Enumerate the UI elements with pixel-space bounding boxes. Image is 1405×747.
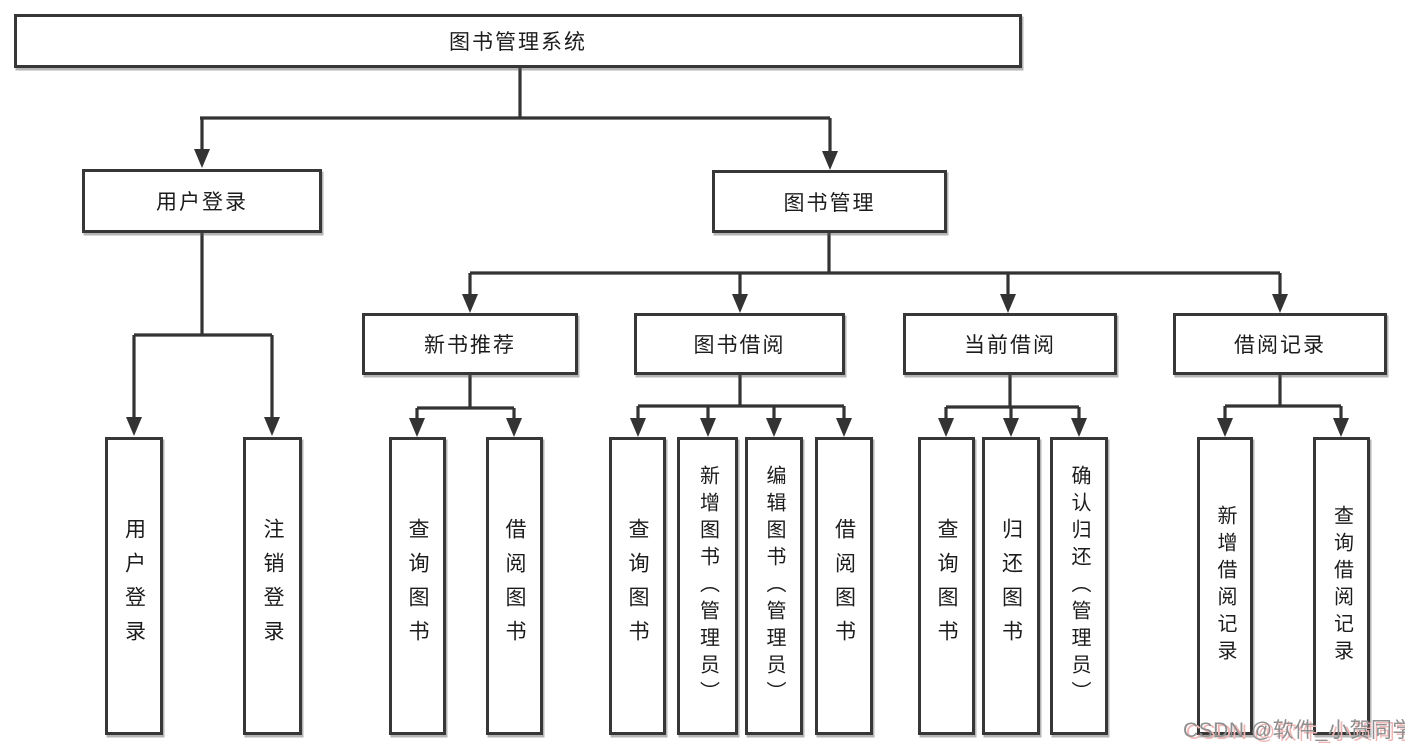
node-current-borrow: 当前借阅 — [903, 313, 1117, 375]
node-book-management-label: 图书管理 — [783, 191, 876, 215]
leaf-query-book-2: 查询图书 — [609, 437, 666, 735]
leaf-user-login-label: 用户登录 — [122, 518, 146, 654]
leaf-query-book-1: 查询图书 — [389, 437, 446, 735]
leaf-edit-book-admin-label: 编辑图书（管理员） — [763, 464, 785, 708]
leaf-add-borrow-record-label: 新增借阅记录 — [1214, 505, 1236, 667]
leaf-borrow-book-1: 借阅图书 — [486, 437, 543, 735]
node-root-label: 图书管理系统 — [449, 31, 587, 54]
leaf-logout-label: 注销登录 — [261, 518, 284, 654]
node-borrow-record-label: 借阅记录 — [1234, 334, 1326, 357]
node-user-login: 用户登录 — [82, 169, 322, 233]
node-root-system: 图书管理系统 — [14, 14, 1022, 68]
leaf-edit-book-admin: 编辑图书（管理员） — [745, 437, 803, 735]
leaf-borrow-book-2: 借阅图书 — [815, 437, 873, 735]
node-current-borrow-label: 当前借阅 — [964, 334, 1056, 357]
node-user-login-label: 用户登录 — [156, 191, 248, 214]
leaf-add-borrow-record: 新增借阅记录 — [1197, 437, 1253, 735]
leaf-borrow-book-1-label: 借阅图书 — [503, 518, 526, 654]
node-book-management: 图书管理 — [712, 170, 947, 233]
leaf-query-borrow-record: 查询借阅记录 — [1313, 437, 1370, 735]
leaf-add-book-admin: 新增图书（管理员） — [677, 437, 738, 735]
node-book-borrow-label: 图书借阅 — [693, 334, 786, 357]
node-book-borrow: 图书借阅 — [634, 313, 845, 375]
leaf-confirm-return-admin: 确认归还（管理员） — [1050, 437, 1108, 735]
leaf-query-book-3: 查询图书 — [918, 437, 975, 735]
leaf-return-book-label: 归还图书 — [999, 518, 1023, 654]
leaf-confirm-return-admin-label: 确认归还（管理员） — [1068, 464, 1090, 708]
node-new-book-recommend-label: 新书推荐 — [424, 334, 516, 357]
node-new-book-recommend: 新书推荐 — [362, 313, 578, 375]
leaf-query-book-1-label: 查询图书 — [406, 518, 429, 654]
leaf-logout: 注销登录 — [243, 437, 302, 735]
leaf-query-borrow-record-label: 查询借阅记录 — [1330, 505, 1353, 667]
csdn-watermark: CSDN @软件_小贺同学 — [1183, 719, 1405, 742]
node-borrow-record: 借阅记录 — [1173, 313, 1387, 375]
leaf-query-book-3-label: 查询图书 — [935, 518, 958, 654]
leaf-user-login: 用户登录 — [105, 437, 163, 735]
leaf-add-book-admin-label: 新增图书（管理员） — [696, 464, 719, 708]
leaf-borrow-book-2-label: 借阅图书 — [832, 518, 856, 654]
leaf-return-book: 归还图书 — [982, 437, 1040, 735]
leaf-query-book-2-label: 查询图书 — [626, 518, 649, 654]
